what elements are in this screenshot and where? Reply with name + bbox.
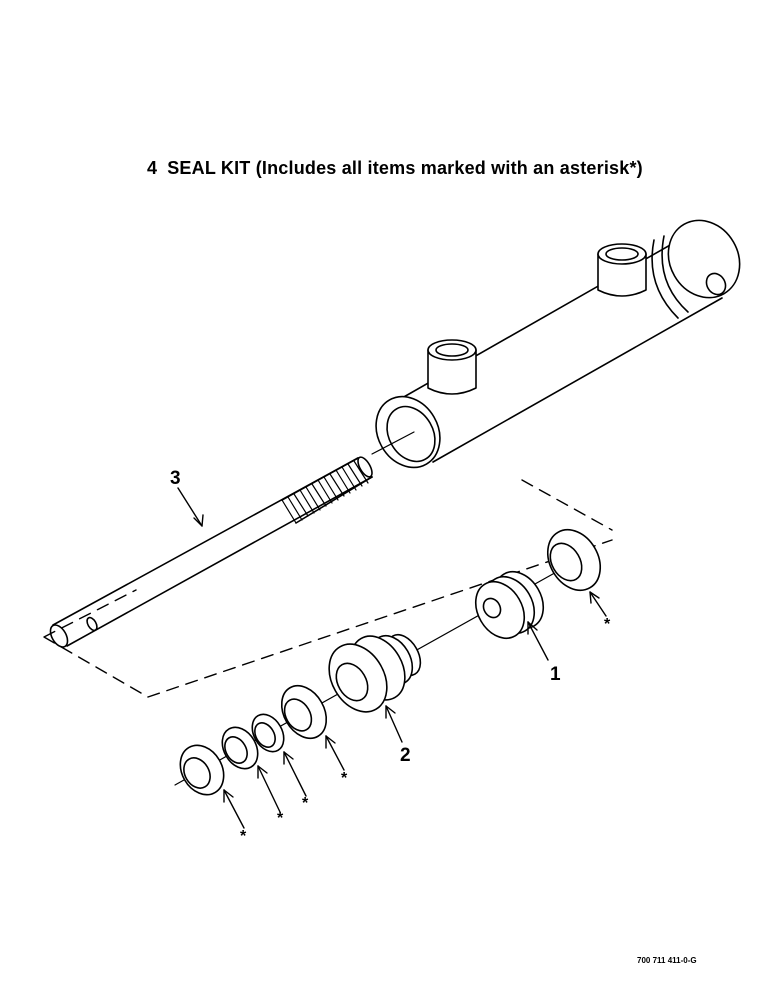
asterisk-wiper-seal: * [341,770,348,787]
asterisk-o-ring: * [302,795,309,812]
front-seal [179,744,225,796]
leader-arrows [177,487,607,829]
callout-3: 3 [170,468,181,489]
asterisk-rear-seal: * [604,616,611,633]
wiper-seal [280,684,328,740]
asterisk-front-seal: * [240,828,247,845]
callout-1: 1 [550,664,561,685]
callout-2: 2 [400,745,411,766]
backup-ring [221,726,259,770]
seal-kit-title: 4 SEAL KIT (Includes all items marked wit… [147,158,643,179]
asterisk-backup-ring: * [277,810,284,827]
rod-center-line [371,431,415,455]
seal-kit-item-number: 4 [147,158,158,178]
rod-gland [328,633,422,713]
exploded-view-frame [43,479,613,698]
o-ring-seal [251,713,285,753]
piston-rod [49,456,373,648]
rear-seal [546,529,602,591]
cylinder-barrel [375,219,741,469]
drawing-code: 700 711 411-0-G [637,956,697,965]
seal-kit-description: SEAL KIT (Includes all items marked with… [167,158,643,178]
piston [474,570,545,640]
